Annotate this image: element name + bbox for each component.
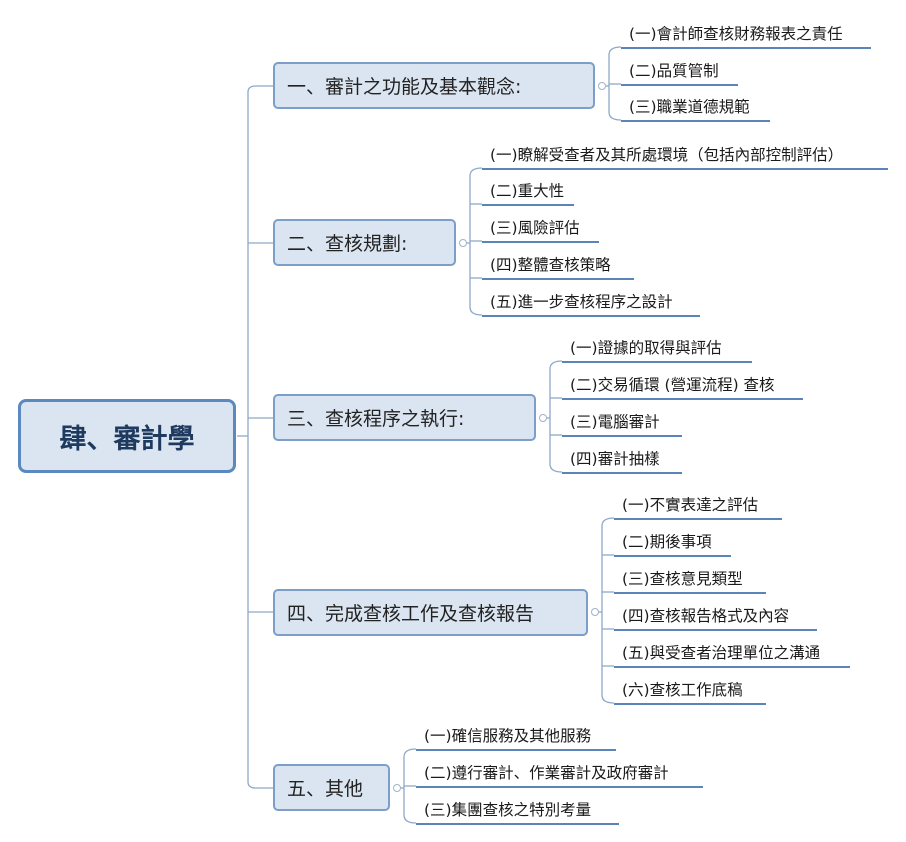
- leaf-underline: [562, 472, 682, 474]
- branch-3-bracket: [549, 360, 563, 473]
- branch-node-3[interactable]: 三、查核程序之執行:: [273, 394, 536, 441]
- leaf-item[interactable]: (三)集團查核之特別考量: [424, 801, 592, 819]
- leaf-item[interactable]: (三)電腦審計: [570, 413, 660, 431]
- leaf-underline: [621, 84, 738, 86]
- leaf-underline: [614, 592, 766, 594]
- leaf-item[interactable]: (二)遵行審計、作業審計及政府審計: [424, 764, 669, 782]
- collapse-toggle-icon[interactable]: [459, 239, 467, 247]
- root-node[interactable]: 肆、審計學: [18, 399, 236, 473]
- branch-node-1[interactable]: 一、審計之功能及基本觀念:: [273, 62, 595, 109]
- branch-label: 三、查核程序之執行:: [287, 408, 465, 430]
- leaf-item[interactable]: (二)品質管制: [629, 62, 719, 80]
- leaf-item[interactable]: (三)查核意見類型: [622, 570, 743, 588]
- leaf-underline: [614, 555, 731, 557]
- leaf-underline: [614, 518, 782, 520]
- leaf-item[interactable]: (六)查核工作底稿: [622, 681, 743, 699]
- leaf-item[interactable]: (五)與受查者治理單位之溝通: [622, 644, 821, 662]
- leaf-underline: [621, 120, 770, 122]
- branch-label: 五、其他: [287, 778, 364, 800]
- branch-label: 二、查核規劃:: [287, 233, 408, 255]
- leaf-item[interactable]: (四)審計抽樣: [570, 450, 660, 468]
- leaf-underline: [482, 204, 574, 206]
- leaf-item[interactable]: (二)期後事項: [622, 533, 712, 551]
- leaf-item[interactable]: (三)職業道德規範: [629, 98, 750, 116]
- branch-node-4[interactable]: 四、完成查核工作及查核報告: [273, 589, 588, 636]
- trunk-to-branch-1: [247, 85, 273, 93]
- leaf-underline: [562, 435, 682, 437]
- leaf-underline: [562, 361, 752, 363]
- leaf-item[interactable]: (二)重大性: [490, 182, 565, 200]
- leaf-item[interactable]: (一)瞭解受查者及其所處環境（包括內部控制評估）: [490, 146, 844, 164]
- leaf-underline: [614, 703, 766, 705]
- collapse-toggle-icon[interactable]: [539, 414, 547, 422]
- collapse-toggle-icon[interactable]: [591, 608, 599, 616]
- collapse-toggle-icon[interactable]: [393, 784, 401, 792]
- leaf-underline: [614, 666, 850, 668]
- leaf-underline: [482, 241, 599, 243]
- leaf-item[interactable]: (三)風險評估: [490, 219, 580, 237]
- branch-node-5[interactable]: 五、其他: [273, 764, 390, 811]
- leaf-underline: [416, 823, 619, 825]
- leaf-underline: [416, 749, 616, 751]
- leaf-item[interactable]: (一)確信服務及其他服務: [424, 727, 592, 745]
- leaf-item[interactable]: (五)進一步查核程序之設計: [490, 293, 673, 311]
- leaf-underline: [482, 315, 700, 317]
- leaf-item[interactable]: (一)不實表達之評估: [622, 496, 759, 514]
- root-label: 肆、審計學: [59, 423, 195, 455]
- leaf-item[interactable]: (一)會計師查核財務報表之責任: [629, 25, 843, 43]
- branch-label: 四、完成查核工作及查核報告: [287, 603, 535, 625]
- leaf-item[interactable]: (四)查核報告格式及內容: [622, 607, 790, 625]
- leaf-underline: [482, 278, 634, 280]
- leaf-item[interactable]: (二)交易循環 (營運流程) 查核: [570, 376, 775, 394]
- trunk-to-branch-5: [247, 781, 273, 789]
- leaf-item[interactable]: (一)證據的取得與評估: [570, 339, 722, 357]
- leaf-item[interactable]: (四)整體查核策略: [490, 256, 611, 274]
- collapse-toggle-icon[interactable]: [598, 82, 606, 90]
- branch-node-2[interactable]: 二、查核規劃:: [273, 219, 456, 266]
- leaf-underline: [614, 629, 817, 631]
- leaf-underline: [482, 168, 888, 170]
- leaf-underline: [416, 786, 703, 788]
- branch-4-bracket: [601, 517, 615, 704]
- leaf-underline: [562, 398, 803, 400]
- branch-label: 一、審計之功能及基本觀念:: [287, 76, 522, 98]
- leaf-underline: [621, 47, 871, 49]
